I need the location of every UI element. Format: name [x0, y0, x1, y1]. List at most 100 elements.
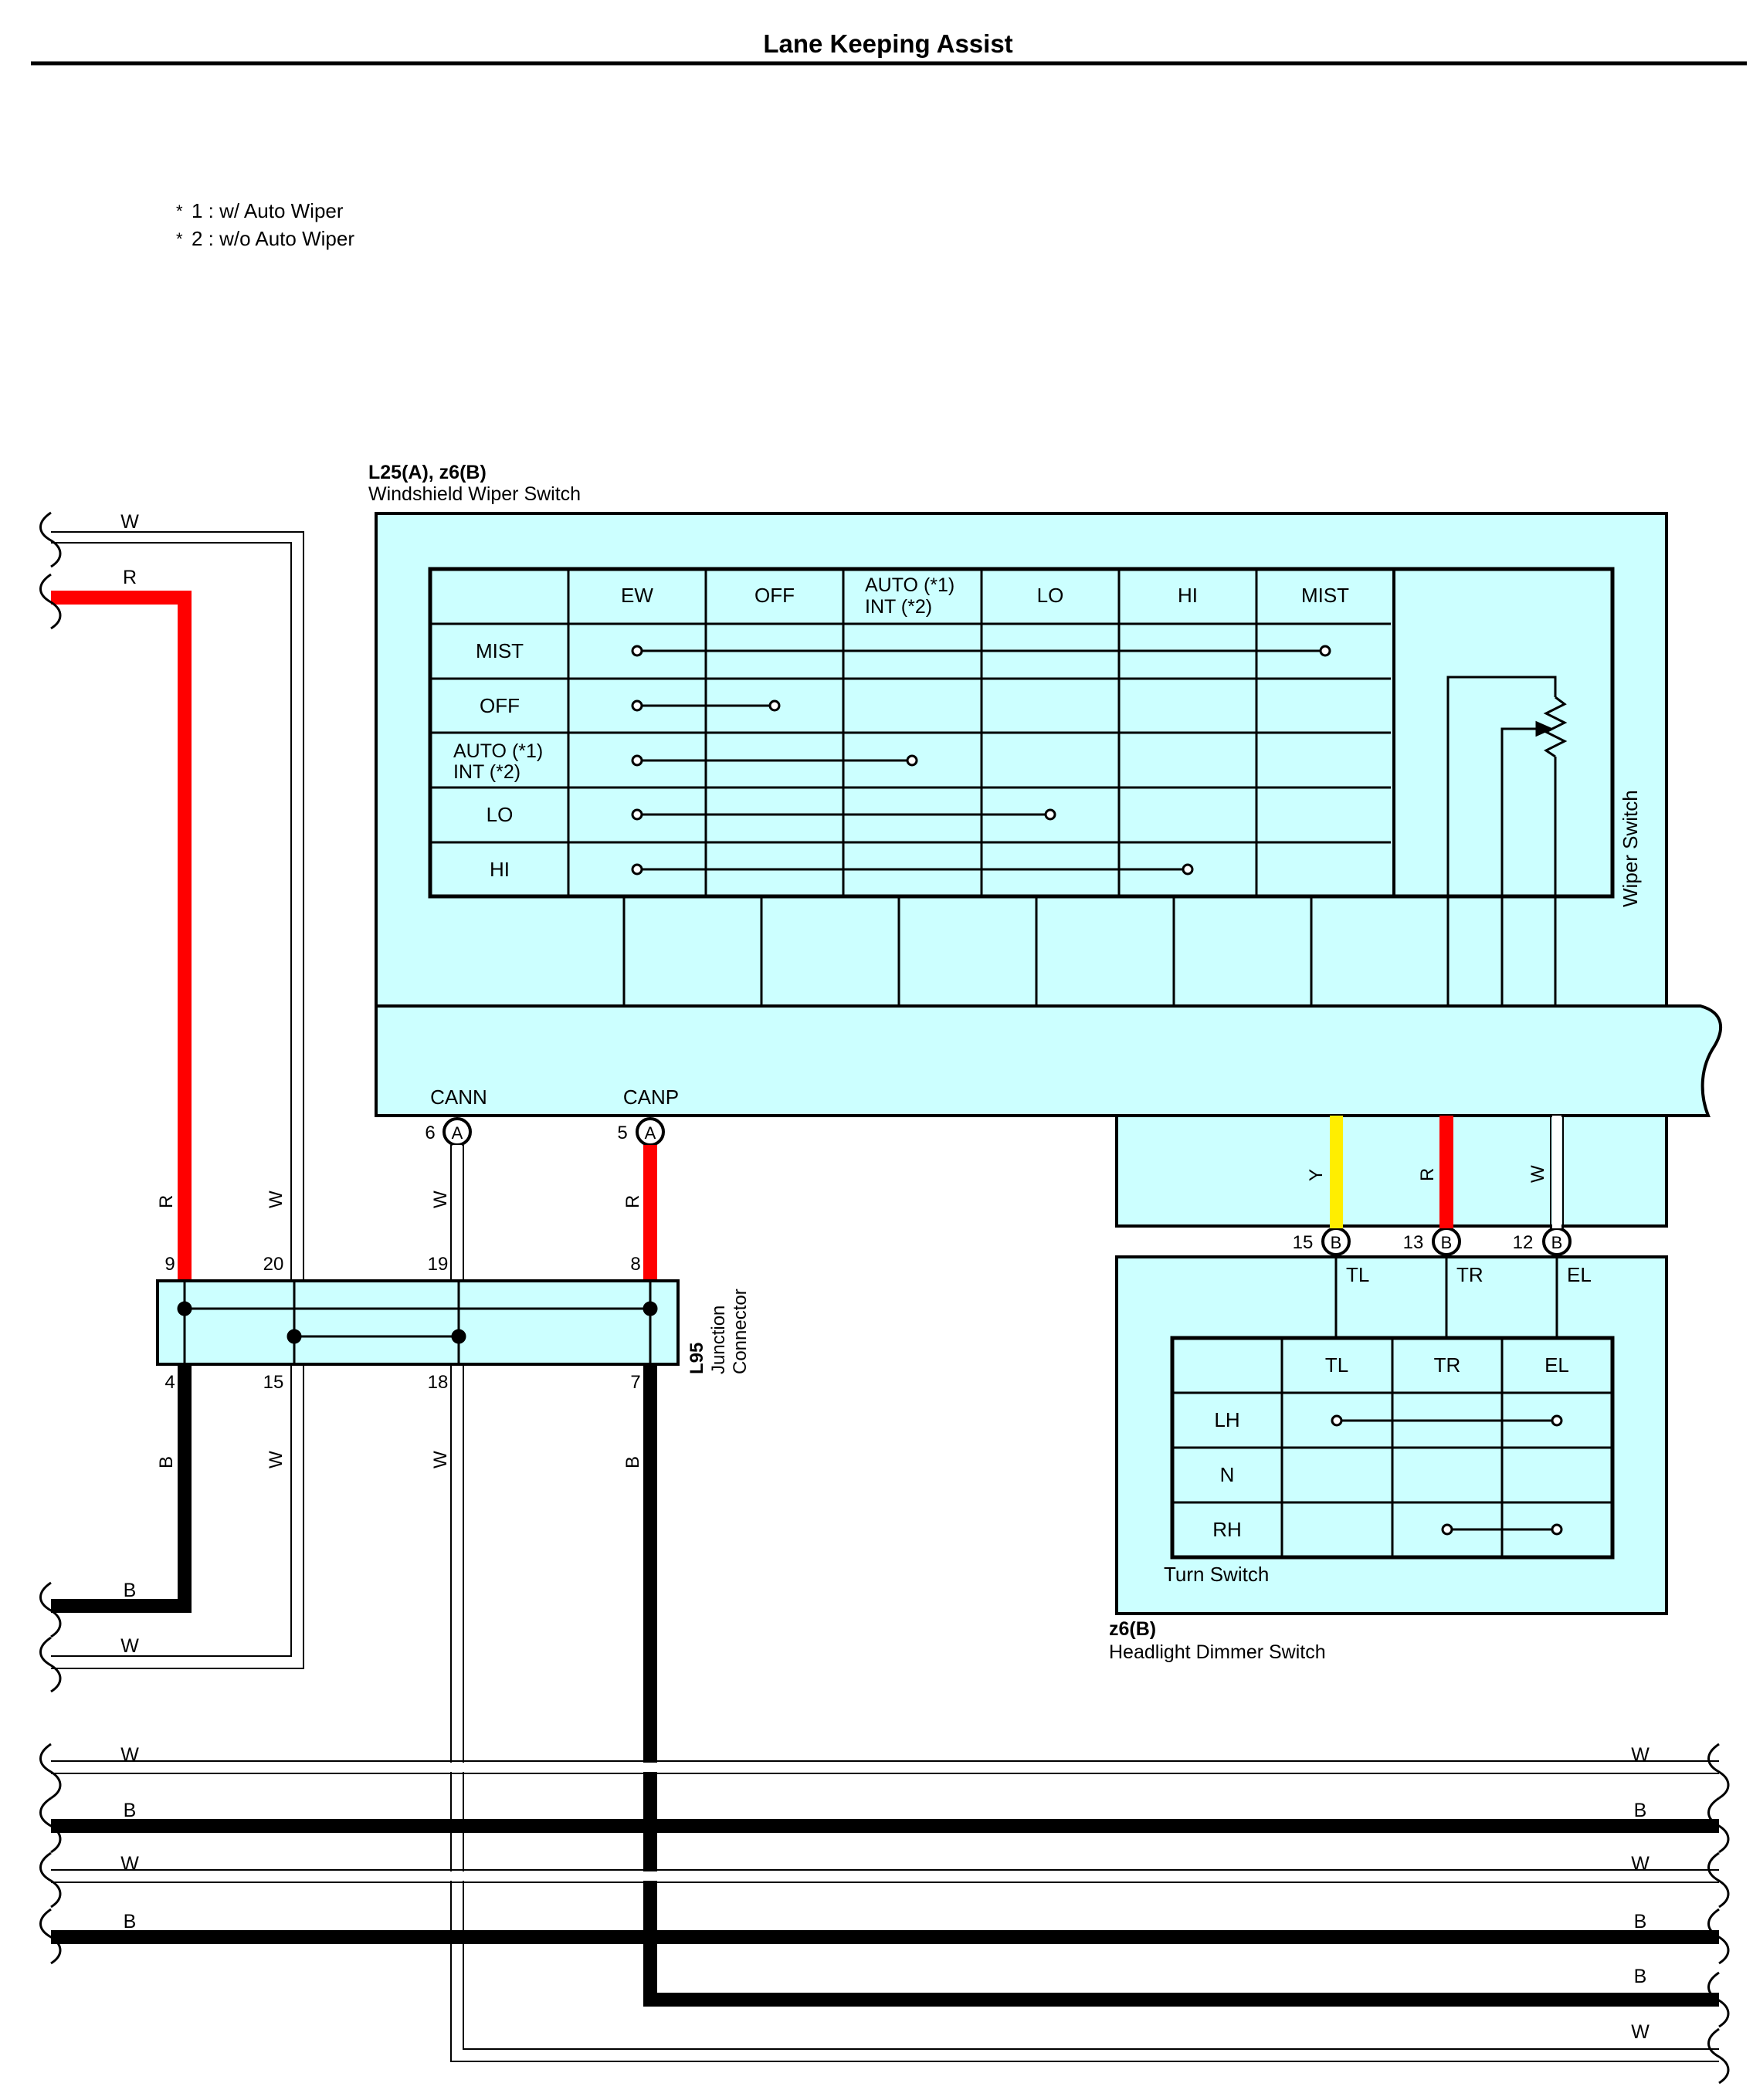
pin-number: 12	[1513, 1232, 1534, 1253]
continuity-node	[1319, 645, 1331, 657]
connector-pin-13b: 13 B	[1403, 1227, 1461, 1256]
pin-number: 6	[425, 1123, 435, 1143]
wire-r	[51, 591, 192, 1281]
continuity-node	[906, 754, 918, 767]
wire-label: B	[124, 1911, 137, 1932]
wire-label: W	[120, 1635, 139, 1657]
connector-letter: B	[1551, 1233, 1563, 1252]
wire-r	[1439, 1116, 1453, 1228]
junction-code: L95	[687, 1343, 707, 1374]
wire-w	[51, 531, 304, 1281]
continuity-node	[1551, 1523, 1563, 1536]
connector-letter: B	[1441, 1233, 1453, 1252]
junction-body	[156, 1279, 680, 1366]
pin-name-canp: CANP	[623, 1086, 679, 1109]
wire-label: W	[120, 1744, 139, 1766]
wire-label: W	[266, 1191, 287, 1208]
pin-number: 5	[617, 1123, 627, 1143]
notes: * 1 : w/ Auto Wiper * 2 : w/o Auto Wiper	[176, 199, 354, 250]
col-header-off: OFF	[754, 584, 795, 607]
continuity-node	[1551, 1414, 1563, 1427]
pin-number: 8	[630, 1254, 640, 1275]
windshield-wiper-switch: L25(A), z6(B) Windshield Wiper Switch EW…	[368, 462, 1722, 1256]
pin-label-tr: TR	[1456, 1263, 1483, 1286]
wire-label: B	[1634, 1911, 1647, 1932]
continuity-node	[1182, 863, 1194, 876]
note-marker: *	[176, 202, 183, 221]
junction-name: Junction	[708, 1306, 729, 1374]
bus-wires: W B W B W B W B B W	[39, 1743, 1730, 2085]
splice-node	[287, 1329, 302, 1344]
wire-w	[51, 1760, 1719, 1774]
note-2: 2 : w/o Auto Wiper	[192, 227, 354, 250]
col-header-ew: EW	[621, 584, 653, 607]
wire-label: R	[156, 1195, 177, 1208]
connector-letter: A	[645, 1123, 656, 1143]
wire-label: B	[622, 1456, 643, 1468]
pin-label-tl: TL	[1346, 1263, 1369, 1286]
pin-number: 15	[263, 1372, 284, 1393]
wire-label: W	[1631, 1853, 1650, 1875]
junction-connector: 9 20 19 8 4 15 18 7 L95 Junction Connect…	[156, 1254, 751, 1393]
wire-label: W	[120, 511, 139, 533]
junction-name: Connector	[730, 1289, 751, 1374]
pin-number: 20	[263, 1254, 284, 1275]
pin-number: 7	[630, 1372, 640, 1393]
continuity-node	[631, 645, 643, 657]
pin-number: 15	[1293, 1232, 1314, 1253]
headlight-switch-name: Headlight Dimmer Switch	[1109, 1641, 1326, 1663]
row-header-int: INT (*2)	[453, 761, 520, 783]
wiper-switch-connector-band	[375, 1004, 1722, 1117]
wire-label: W	[1631, 2021, 1650, 2043]
col-header-el: EL	[1544, 1353, 1569, 1377]
wire-y	[1330, 1116, 1343, 1228]
wire-b	[51, 1365, 192, 1613]
continuity-node	[1044, 808, 1056, 821]
pin-name-cann: CANN	[430, 1086, 487, 1109]
col-header-tl: TL	[1325, 1353, 1348, 1377]
col-header-int: INT (*2)	[865, 596, 932, 618]
wiper-switch-side-label: Wiper Switch	[1619, 790, 1642, 907]
wire-label: W	[430, 1451, 451, 1468]
row-header-lh: LH	[1214, 1408, 1239, 1431]
wire-b	[643, 1365, 1719, 2007]
wire-label: B	[1634, 1966, 1647, 1987]
col-header-mist: MIST	[1301, 584, 1349, 607]
page-title: Lane Keeping Assist	[763, 29, 1013, 58]
col-header-hi: HI	[1178, 584, 1198, 607]
wiper-arrow-icon	[1535, 720, 1554, 737]
wire-w	[51, 1869, 1719, 1883]
wire-label: W	[430, 1191, 451, 1208]
wire-w	[1550, 1116, 1564, 1228]
pin-label-el: EL	[1567, 1263, 1592, 1286]
wiper-switch-lower-box	[1115, 1114, 1668, 1228]
wiper-switch-name: Windshield Wiper Switch	[368, 483, 581, 505]
connector-letter: B	[1331, 1233, 1342, 1252]
wire-label: W	[120, 1853, 139, 1875]
wire-label: W	[1528, 1165, 1548, 1183]
wire-label: W	[266, 1451, 287, 1468]
pin-number: 18	[428, 1372, 449, 1393]
connector-pin-15b: 15 B	[1293, 1227, 1351, 1256]
wire-w	[450, 1145, 1719, 2062]
wire-label: W	[1631, 1744, 1650, 1766]
continuity-node	[631, 863, 643, 876]
turn-switch-label: Turn Switch	[1164, 1563, 1269, 1586]
pin-number: 4	[164, 1372, 175, 1393]
wire-label: B	[124, 1800, 137, 1821]
wire-label: B	[1634, 1800, 1647, 1821]
continuity-node	[631, 699, 643, 712]
continuity-node	[631, 754, 643, 767]
row-header-hi: HI	[490, 858, 510, 881]
continuity-node	[768, 699, 781, 712]
continuity-node	[631, 808, 643, 821]
wire-label: B	[156, 1456, 177, 1468]
col-header-lo: LO	[1037, 584, 1064, 607]
wire-w	[51, 1365, 304, 1669]
wire-label: R	[1417, 1168, 1438, 1181]
pin-number: 13	[1403, 1232, 1424, 1253]
connector-pin-5a: 5 A	[617, 1117, 665, 1147]
connector-pin-6a: 6 A	[425, 1117, 472, 1147]
col-header-tr: TR	[1434, 1353, 1461, 1377]
